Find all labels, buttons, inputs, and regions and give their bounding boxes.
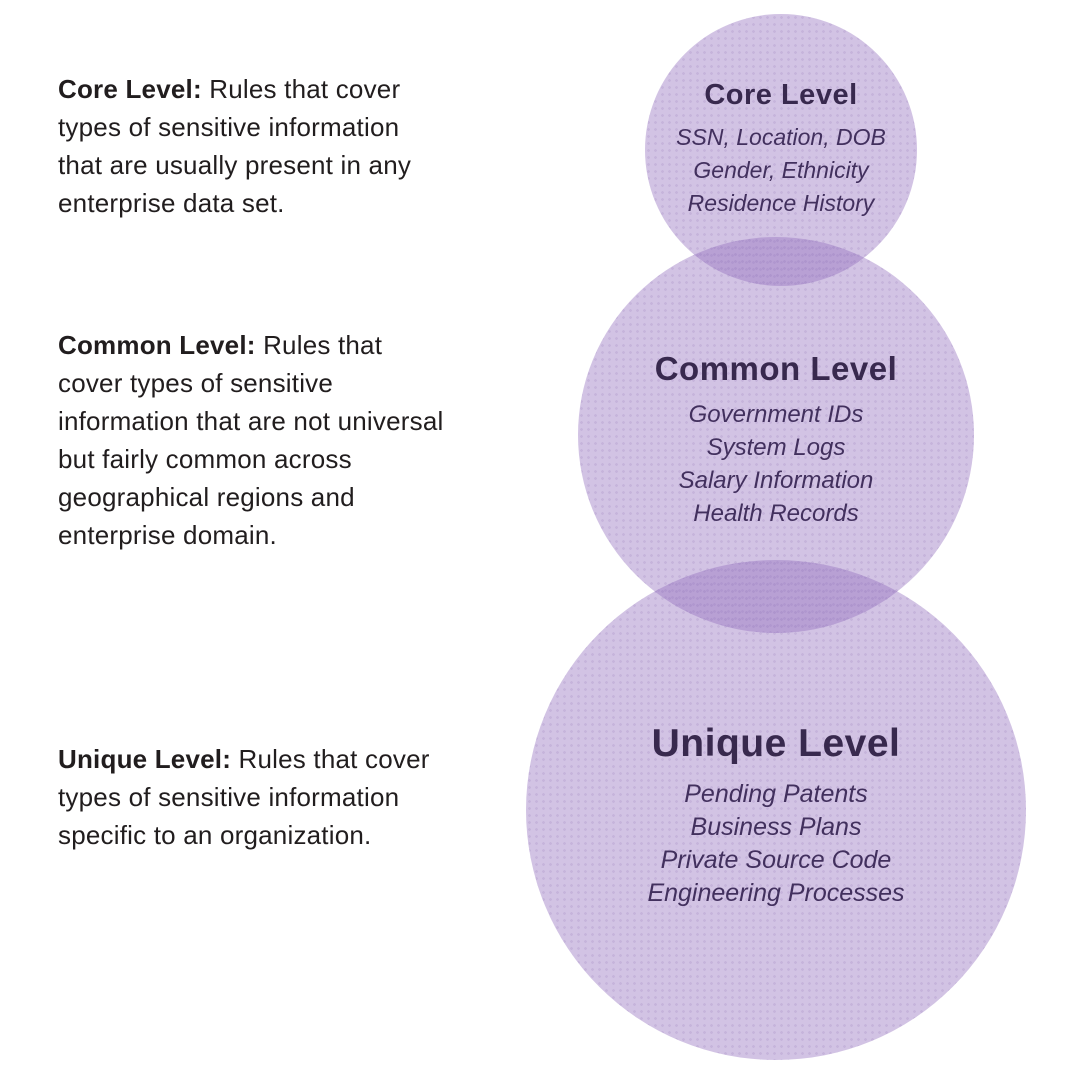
circle-item: Gender, Ethnicity <box>693 157 869 183</box>
circle-item: SSN, Location, DOB <box>676 124 886 150</box>
circle-item: Government IDs <box>688 401 864 428</box>
circle-item: System Logs <box>706 434 846 461</box>
description-common-text: Rules that cover types of sensitive info… <box>58 330 444 550</box>
description-unique-level: Unique Level: Rules that cover types of … <box>58 740 446 854</box>
circle-item: Residence History <box>687 190 875 216</box>
description-core-level: Core Level: Rules that cover types of se… <box>58 70 446 222</box>
description-unique-text: Rules that cover types of sensitive info… <box>58 744 430 850</box>
circle-title-core: Core Level <box>704 79 858 111</box>
description-unique-label: Unique Level: <box>58 744 232 774</box>
circle-unique-content: Unique Level Pending Patents Business Pl… <box>606 722 946 910</box>
description-core-text: Rules that cover types of sensitive info… <box>58 74 412 218</box>
circle-item: Engineering Processes <box>647 879 905 907</box>
circle-item: Health Records <box>693 500 859 527</box>
circle-item: Salary Information <box>678 467 874 494</box>
circle-common-level <box>578 237 974 633</box>
circle-title-common: Common Level <box>654 350 898 387</box>
description-common-label: Common Level: <box>58 330 256 360</box>
description-common-level: Common Level: Rules that cover types of … <box>58 326 446 554</box>
circle-item: Pending Patents <box>684 780 868 808</box>
description-core-label: Core Level: <box>58 74 202 104</box>
circle-common-content: Common Level Government IDs System Logs … <box>626 350 926 530</box>
circle-core-content: Core Level SSN, Location, DOB Gender, Et… <box>631 78 931 220</box>
circle-core-level <box>645 14 917 286</box>
circle-unique-level <box>526 560 1026 1060</box>
circle-item: Private Source Code <box>660 846 892 874</box>
circle-title-unique: Unique Level <box>651 722 901 765</box>
circle-item: Business Plans <box>690 813 862 841</box>
